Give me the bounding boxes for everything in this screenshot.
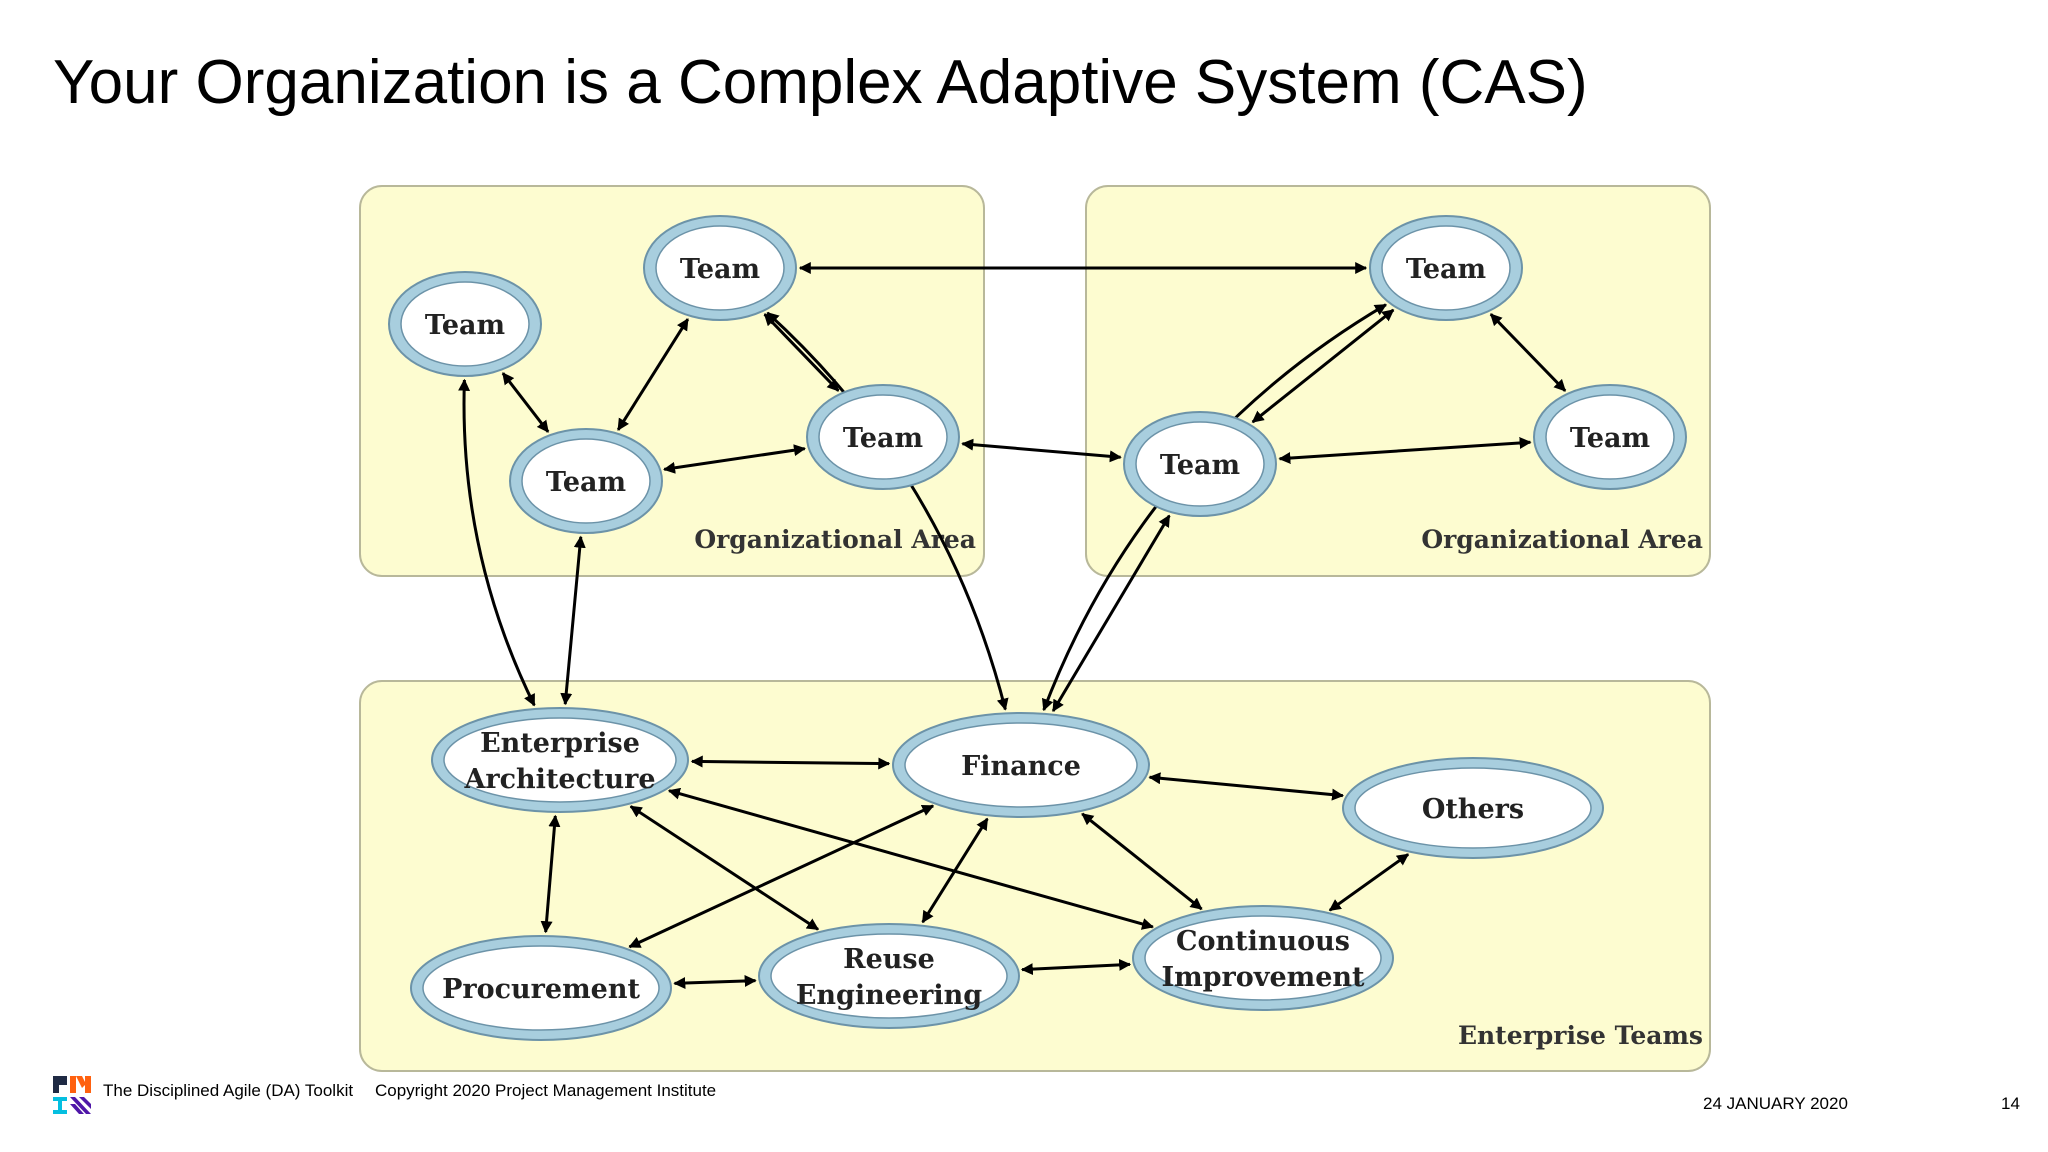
node-others: Others [1342,757,1604,859]
node-l_team_b-label: Team [680,254,760,285]
edge-finance-others [1148,772,1345,801]
pmi-logo-icon [53,1076,91,1114]
node-l_team_a-label: Team [425,310,505,341]
node-ea-label: Architecture [463,764,655,795]
node-others-label: Others [1422,794,1524,825]
node-r_team_b-label: Team [1160,450,1240,481]
nodes-layer: TeamTeamTeamTeamTeamTeamTeamEnterpriseAr… [388,215,1687,1041]
edge-r_team_a-r_team_c [1489,313,1567,392]
edge-l_team_b-l_team_c [616,318,690,431]
node-l_team_a: Team [388,271,542,377]
edge-ci-others [1328,853,1410,912]
edge-ea-finance [690,755,891,770]
node-l_team_c: Team [509,428,663,534]
node-finance-label: Finance [961,751,1081,782]
edge-reuse-ci [1020,958,1132,976]
node-procurement-label: Procurement [442,974,640,1005]
node-r_team_a: Team [1369,215,1523,321]
footer-copyright: Copyright 2020 Project Management Instit… [375,1081,717,1100]
node-finance: Finance [892,712,1150,818]
node-r_team_a-label: Team [1406,254,1486,285]
edge-l_team_b-finance [766,311,1009,711]
node-r_team_c: Team [1533,384,1687,490]
edge-finance-ci [1081,812,1203,911]
area-bottom-label: Enterprise Teams [1458,1021,1703,1050]
area-right-label: Organizational Area [1421,525,1703,554]
edge-l_team_c-ea [560,535,586,706]
edge-finance-procurement [628,804,935,949]
node-ci-label: Improvement [1161,962,1365,993]
node-ci-label: Continuous [1176,926,1350,957]
node-r_team_c-label: Team [1570,423,1650,454]
node-reuse-label: Engineering [796,980,982,1011]
node-reuse-label: Reuse [843,944,935,975]
node-l_team_d: Team [806,384,960,490]
area-left-label: Organizational Area [694,525,976,554]
edge-finance-reuse [921,817,989,924]
node-procurement: Procurement [410,935,672,1041]
footer-toolkit: The Disciplined Agile (DA) Toolkit [103,1081,354,1100]
edges-layer [458,262,1567,990]
edge-ea-procurement [540,814,561,934]
node-l_team_d-label: Team [843,423,923,454]
page-title: Your Organization is a Complex Adaptive … [53,48,1588,117]
node-ea-label: Enterprise [480,728,640,759]
edge-procurement-reuse [673,974,757,990]
node-l_team_b: Team [643,215,797,321]
node-r_team_b: Team [1123,411,1277,517]
node-l_team_c-label: Team [546,467,626,498]
edge-l_team_a-ea [458,378,536,707]
footer-date: 24 JANUARY 2020 [1703,1094,1848,1113]
page-number: 14 [2001,1094,2020,1113]
